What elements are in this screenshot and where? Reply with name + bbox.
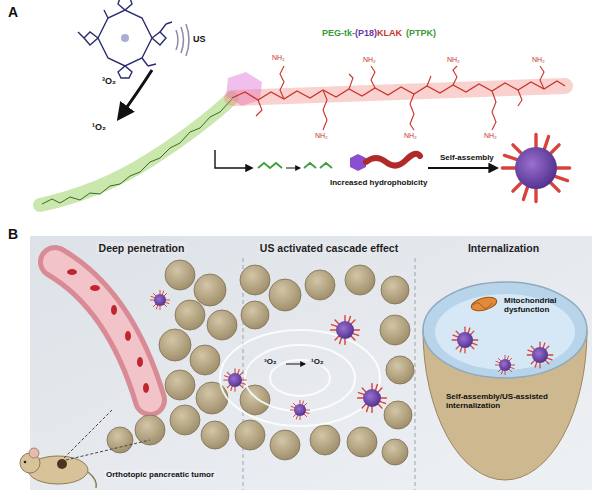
section-heading: US activated cascade effect bbox=[257, 242, 401, 254]
section-heading: Internalization bbox=[465, 242, 542, 254]
stimulus-label: US bbox=[193, 34, 206, 44]
molecule-name: PEG-tk- bbox=[322, 28, 355, 38]
molecule-name: (P18) bbox=[355, 28, 377, 38]
section-panel: Internalization bbox=[417, 238, 590, 488]
process-label: Increased hydrophobicity bbox=[330, 178, 427, 187]
amine-label: NH₂ bbox=[447, 56, 460, 64]
oxygen-label: ¹O₂ bbox=[92, 122, 106, 132]
section-panel: Deep penetration bbox=[42, 238, 241, 488]
amine-label: NH₂ bbox=[363, 56, 376, 64]
oxygen-label: ³O₂ bbox=[262, 357, 278, 366]
section-heading: Deep penetration bbox=[96, 242, 188, 254]
panel-letter: B bbox=[8, 226, 18, 242]
oxygen-label: ¹O₂ bbox=[309, 357, 325, 366]
amine-label: NH₂ bbox=[532, 56, 545, 64]
process-label: Self-assembly/US-assisted internalizatio… bbox=[446, 392, 566, 410]
process-label: Self-assembly bbox=[440, 153, 494, 162]
amine-label: NH₂ bbox=[484, 132, 497, 140]
panel-letter: A bbox=[8, 4, 18, 20]
amine-label: NH₂ bbox=[272, 54, 285, 62]
amine-label: NH₂ bbox=[315, 132, 328, 140]
amine-label: NH₂ bbox=[404, 132, 417, 140]
model-label: Orthotopic pancreatic tumor bbox=[104, 470, 216, 479]
oxygen-label: ³O₂ bbox=[102, 76, 116, 86]
molecule-name: KLAK bbox=[377, 28, 402, 38]
organelle-label: Mitochondrial dysfunction bbox=[504, 296, 580, 314]
molecule-name: (PTPK) bbox=[406, 28, 436, 38]
